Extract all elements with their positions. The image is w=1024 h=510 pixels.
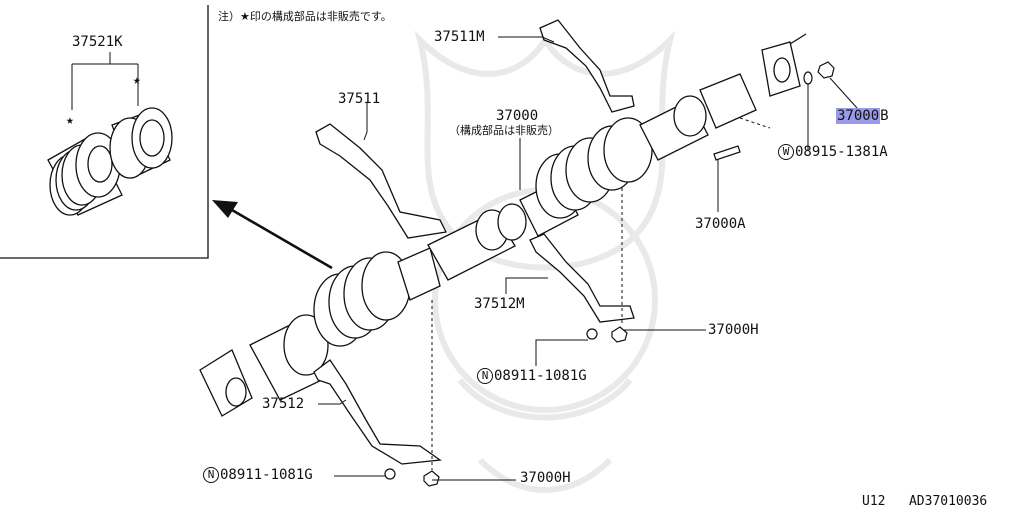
label-37512M: 37512M [474,296,525,312]
label-37000H-lower: 37000H [520,470,571,486]
label-08911-upper-text: 08911-1081G [494,368,587,384]
leader-lines [318,36,858,481]
inset-box [0,5,209,259]
star-mark-left: ★ [66,113,74,128]
n-mark-lower: N [203,467,219,483]
label-37000H-upper: 37000H [708,322,759,338]
nut-37000B [817,61,835,79]
footer-diagram-code: AD37010036 [908,494,988,509]
label-37000A: 37000A [695,216,746,232]
assembly-dashed-lines [431,117,771,470]
bracket-37511 [315,123,447,239]
note-text: 注）★印の構成部品は非販売です。 [218,10,392,23]
nut-08911-upper [586,328,598,340]
label-08911-lower-text: 08911-1081G [220,467,313,483]
label-37511: 37511 [338,91,381,107]
bolt-37000A [713,145,741,161]
label-37000B-suffix: B [880,108,889,124]
propeller-shaft [199,33,807,417]
bracket-37512 [313,359,442,465]
label-37521K: 37521K [72,34,123,50]
brackets [313,19,635,465]
w-mark: W [778,144,794,160]
label-37512: 37512 [262,396,305,412]
label-37000-note: （構成部品は非販売） [449,124,559,137]
washer-08915 [803,71,813,85]
nut-08911-lower [384,468,396,480]
center-bearing-ring [109,107,173,179]
bracket-37512M [529,233,635,323]
n-mark-upper: N [477,368,493,384]
center-bearing-boot [47,132,123,216]
label-37511M: 37511M [434,29,485,45]
bracket-37511M [539,19,635,113]
footer-codes: U12 AD37010036 [862,494,987,510]
nut-37000H-upper [611,326,628,343]
nut-37000H-lower [423,470,440,487]
footer-model: U12 [862,494,886,509]
fasteners [384,61,835,487]
label-37000: 37000 [496,108,539,124]
label-37000B-highlight: 37000 [836,108,881,124]
inset-leaders [71,52,139,110]
label-08915-text: 08915-1381A [795,144,888,160]
star-mark-right: ★ [133,73,141,88]
label-37000B: 37000B [836,108,889,124]
inset-arrow [212,200,333,270]
